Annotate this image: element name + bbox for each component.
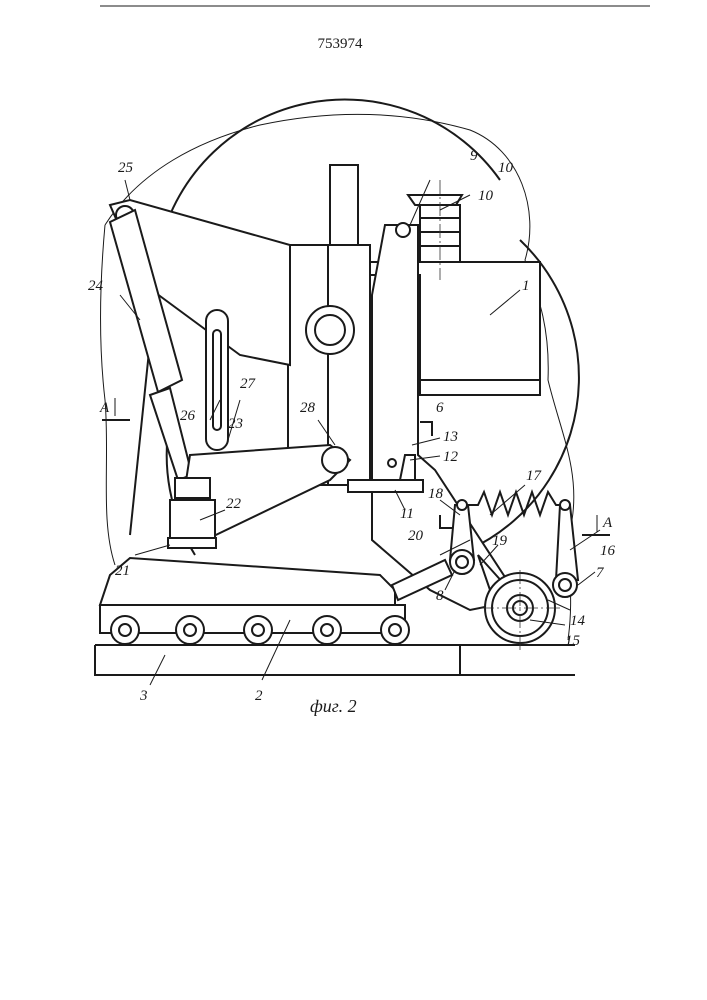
- label-24: 24: [88, 278, 104, 294]
- label-15: 15: [565, 633, 581, 649]
- label-23: 23: [228, 416, 243, 432]
- rod-24: [150, 388, 192, 480]
- pivot-28: [322, 447, 348, 473]
- lever-16: [556, 505, 578, 580]
- block-22-top: [175, 478, 210, 498]
- label-19: 19: [492, 533, 508, 549]
- label-18: 18: [428, 486, 444, 502]
- block-21: [168, 538, 216, 548]
- label-14: 14: [570, 613, 586, 629]
- label-25: 25: [118, 160, 134, 176]
- label-17: 17: [526, 468, 543, 484]
- svg-text:A: A: [602, 515, 613, 531]
- label-22: 22: [226, 496, 242, 512]
- rail: [95, 645, 575, 675]
- label-6: 6: [436, 400, 444, 416]
- patent-number: 753974: [318, 36, 364, 52]
- shaft: [330, 165, 358, 245]
- label-7: 7: [596, 565, 605, 581]
- label-28: 28: [300, 400, 316, 416]
- block-22: [170, 500, 215, 538]
- label-20: 20: [408, 528, 424, 544]
- pivot-9: [396, 223, 410, 237]
- figure-caption: фиг. 2: [310, 696, 357, 716]
- stop-11: [348, 480, 423, 492]
- label-8: 8: [436, 588, 444, 604]
- label-10-lower: 10: [478, 188, 494, 204]
- label-16: 16: [600, 543, 616, 559]
- central-hub: [306, 306, 354, 354]
- label-2: 2: [255, 688, 263, 704]
- label-11: 11: [400, 506, 414, 522]
- label-21: 21: [115, 563, 130, 579]
- spring-17: [462, 492, 566, 515]
- label-3: 3: [139, 688, 148, 704]
- svg-text:A: A: [99, 400, 110, 416]
- section-marker-left: A: [99, 398, 130, 420]
- label-1: 1: [522, 278, 530, 294]
- chassis-2: [100, 558, 395, 605]
- label-10-upper: 10: [498, 160, 514, 176]
- label-27: 27: [240, 376, 257, 392]
- label-12: 12: [443, 449, 459, 465]
- label-13: 13: [443, 429, 458, 445]
- label-26: 26: [180, 408, 196, 424]
- label-9: 9: [470, 148, 478, 164]
